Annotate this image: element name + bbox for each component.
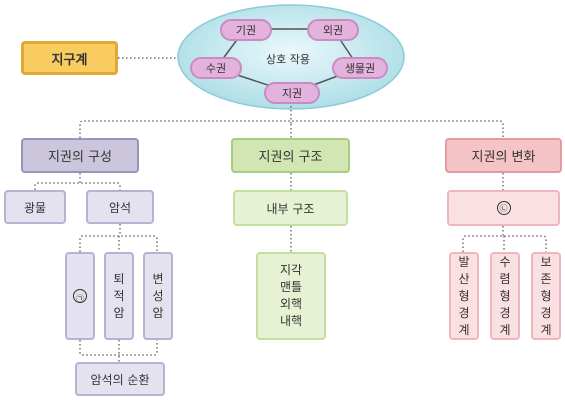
convergent-boundary-box: 수렴형 경계 [490, 252, 520, 340]
hydrosphere-pill: 수권 [190, 57, 242, 79]
change-blank-label: ㉡ [496, 201, 511, 215]
biosphere-label: 생물권 [344, 62, 376, 75]
sedimentary-rock-label: 퇴적암 [113, 271, 125, 320]
rock-type-blank: ㉠ [65, 252, 95, 340]
outer-sphere-label: 외권 [322, 24, 344, 37]
layer-crust: 지각 [279, 263, 303, 277]
transform-boundary-label: 보존형 경계 [540, 254, 552, 337]
divergent-boundary-box: 발산형 경계 [449, 252, 479, 340]
rock-box: 암석 [86, 190, 154, 224]
hydrosphere-label: 수권 [205, 62, 227, 75]
layer-mantle: 맨틀 [279, 280, 303, 294]
transform-boundary-box: 보존형 경계 [531, 252, 561, 340]
dotted-connectors [34, 57, 547, 362]
mineral-box: 광물 [4, 190, 66, 224]
rock-label: 암석 [108, 200, 132, 215]
change-header: 지권의 변화 [445, 138, 562, 173]
root-node: 지구계 [21, 41, 118, 75]
rock-cycle-box: 암석의 순환 [75, 362, 165, 396]
root-label: 지구계 [51, 52, 88, 68]
rock-type-blank-label: ㉠ [73, 289, 87, 303]
structure-label: 지권의 구조 [258, 150, 323, 165]
inner-structure-label: 내부 구조 [266, 201, 315, 216]
geosphere-label: 지권 [281, 87, 303, 100]
change-blank-box: ㉡ [447, 190, 560, 226]
outer-sphere-pill: 외권 [307, 19, 359, 41]
structure-header: 지권의 구조 [231, 138, 350, 173]
divergent-boundary-label: 발산형 경계 [458, 254, 470, 337]
convergent-boundary-label: 수렴형 경계 [499, 254, 511, 337]
interaction-label: 상호 작용 [266, 53, 310, 66]
geosphere-pill: 지권 [264, 82, 320, 104]
sedimentary-rock-box: 퇴적암 [104, 252, 134, 340]
inner-structure-box: 내부 구조 [233, 190, 348, 226]
layer-inner-core: 내핵 [279, 314, 303, 328]
composition-label: 지권의 구성 [48, 150, 112, 165]
metamorphic-rock-box: 변성암 [143, 252, 173, 340]
composition-header: 지권의 구성 [21, 138, 139, 173]
layers-box: 지각 맨틀 외핵 내핵 [256, 252, 326, 340]
rock-cycle-label: 암석의 순환 [90, 372, 150, 387]
atmosphere-label: 기권 [235, 24, 257, 37]
mineral-label: 광물 [23, 200, 47, 215]
atmosphere-pill: 기권 [220, 19, 272, 41]
biosphere-pill: 생물권 [332, 57, 388, 79]
metamorphic-rock-label: 변성암 [152, 271, 164, 320]
change-label: 지권의 변화 [471, 150, 536, 165]
layer-outer-core: 외핵 [279, 297, 303, 311]
